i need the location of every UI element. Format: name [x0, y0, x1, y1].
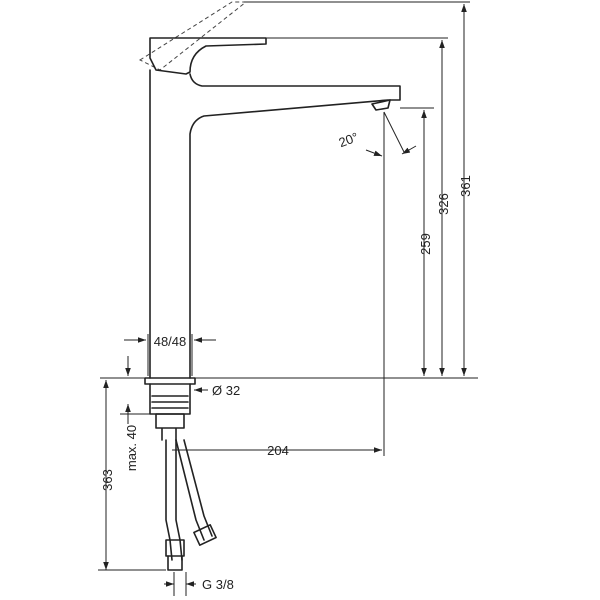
hose-fitting-right — [193, 524, 217, 546]
label-reach: 204 — [267, 443, 289, 458]
label-height-lever: 326 — [436, 193, 451, 215]
hose-fitting-left — [165, 539, 185, 557]
label-height-spout: 259 — [418, 233, 433, 255]
hose-right — [175, 439, 213, 541]
body-column — [149, 69, 401, 379]
label-angle: 20° — [337, 129, 361, 150]
mounting-shank — [149, 383, 191, 415]
label-hose-length: 363 — [100, 469, 115, 491]
faucet-body — [138, 1, 401, 571]
label-pipe-width: 48/48 — [154, 334, 187, 349]
label-max-thickness: max. 40 — [124, 425, 139, 471]
hose-left — [165, 439, 183, 561]
hose-end-left — [167, 555, 183, 571]
mounting-nut — [155, 413, 185, 441]
base-ring — [144, 377, 196, 385]
handle-lever — [149, 37, 267, 75]
label-height-total: 361 — [458, 175, 473, 197]
label-thread: G 3/8 — [202, 577, 234, 592]
dimension-lines — [98, 1, 478, 596]
dimension-labels: 361 326 259 20° 48/48 Ø 32 204 max. 40 3… — [100, 129, 473, 592]
aerator — [371, 99, 391, 111]
label-hole-diameter: Ø 32 — [212, 383, 240, 398]
